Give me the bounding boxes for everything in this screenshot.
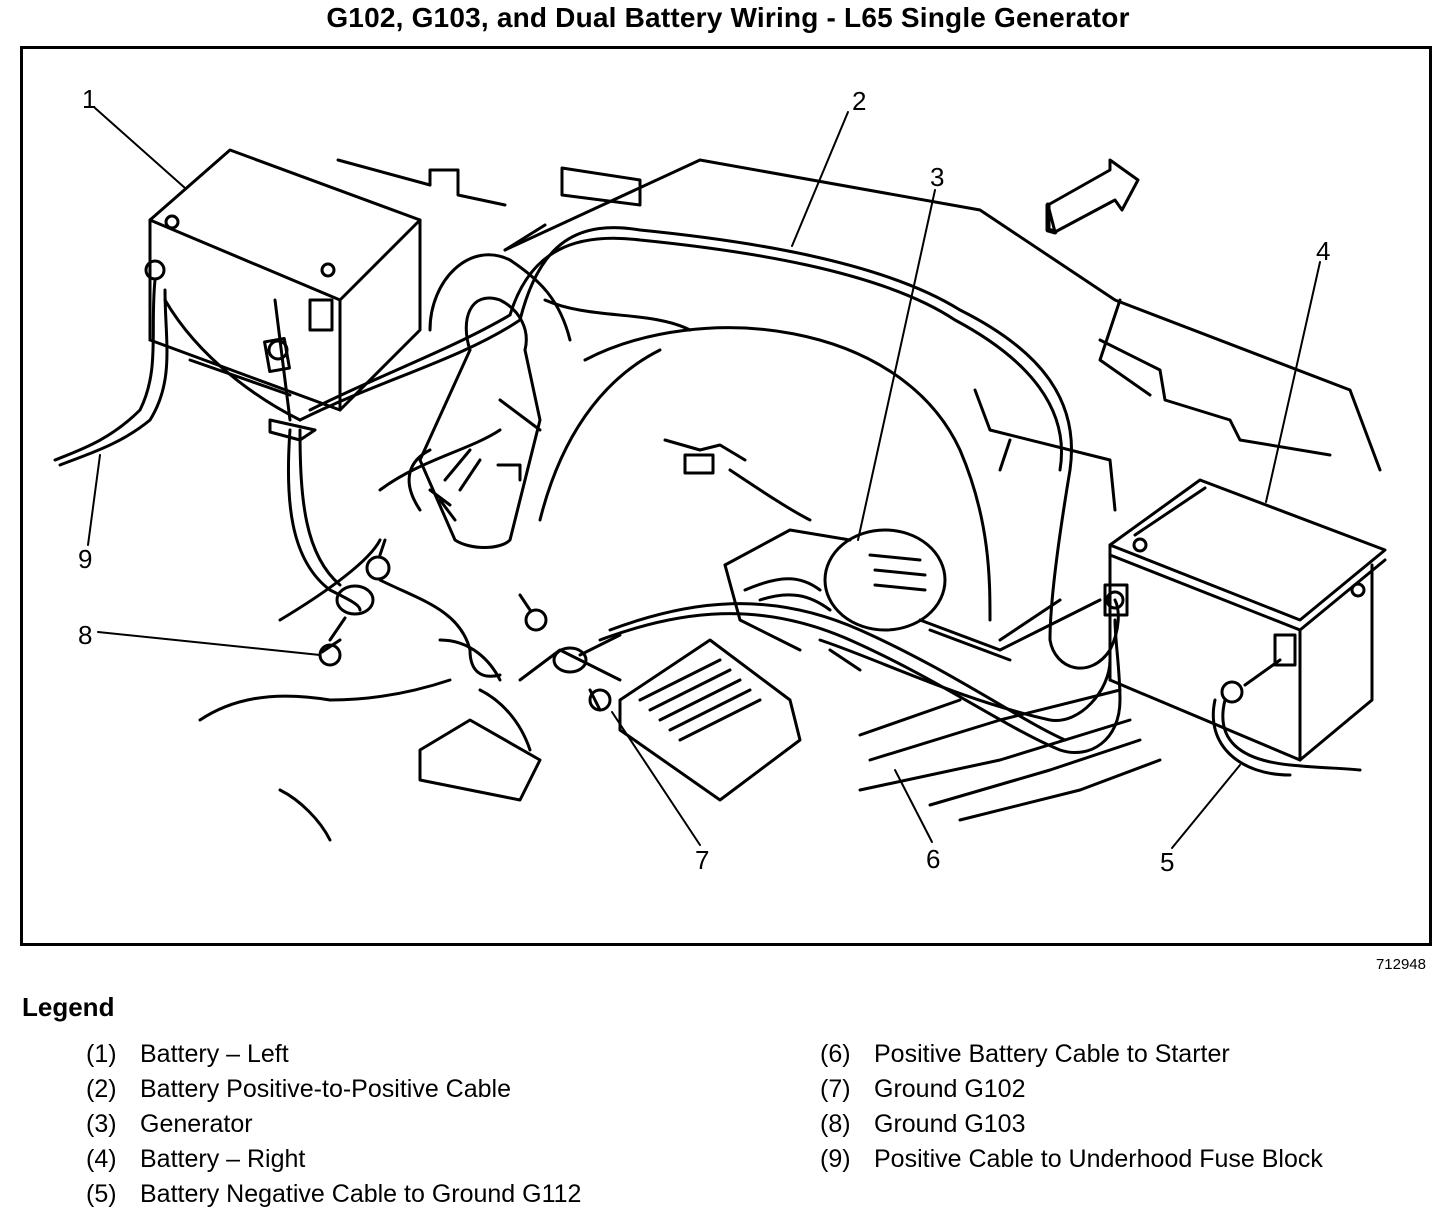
- legend-number: (7): [820, 1075, 851, 1103]
- legend-column-right: (6) Positive Battery Cable to Starter (7)…: [820, 1040, 1323, 1180]
- cable-to-fuse-block-inner: [58, 288, 169, 467]
- legend-item: (7) Ground G102: [820, 1075, 1323, 1110]
- legend-item: (2) Battery Positive-to-Positive Cable: [86, 1075, 581, 1110]
- illustration-frame: [20, 46, 1432, 946]
- legend-number: (9): [820, 1145, 851, 1173]
- legend-label: Ground G103: [874, 1110, 1026, 1138]
- wire-bundle: [858, 598, 1162, 822]
- legend-label: Battery Negative Cable to Ground G112: [140, 1180, 582, 1208]
- legend-item: (9) Positive Cable to Underhood Fuse Bloc…: [820, 1145, 1323, 1180]
- legend-label: Battery Positive-to-Positive Cable: [140, 1075, 511, 1103]
- cable-clip: [663, 438, 812, 522]
- legend-number: (3): [86, 1110, 117, 1138]
- radiator-hose: [418, 253, 572, 549]
- cable-ground-g103: [286, 428, 362, 612]
- legend-label: Ground G102: [874, 1075, 1026, 1103]
- legend-item: (1) Battery – Left: [86, 1040, 581, 1075]
- legend-heading: Legend: [22, 992, 115, 1022]
- legend-number: (5): [86, 1180, 117, 1208]
- callout-5: 5: [1160, 847, 1175, 877]
- diagram-title: G102, G103, and Dual Battery Wiring - L6…: [326, 2, 1130, 33]
- legend-item: (6) Positive Battery Cable to Starter: [820, 1040, 1323, 1075]
- callout-6: 6: [926, 844, 941, 874]
- ground-g103-bolt: [318, 538, 502, 678]
- cable-to-starter: [598, 612, 1122, 755]
- legend-number: (4): [86, 1145, 117, 1173]
- cable-positive-to-positive: [298, 226, 1120, 670]
- callout-1: 1: [82, 84, 97, 114]
- direction-arrow: [1045, 158, 1140, 235]
- callout-9: 9: [78, 544, 93, 574]
- generator: [723, 528, 1012, 662]
- battery-right: [1108, 478, 1387, 762]
- cable-to-fuse-block: [53, 278, 157, 462]
- legend-number: (6): [820, 1040, 851, 1068]
- callout-3: 3: [930, 162, 945, 192]
- legend-number: (1): [86, 1040, 117, 1068]
- legend-item: (8) Ground G103: [820, 1110, 1323, 1145]
- legend-label: Positive Battery Cable to Starter: [874, 1040, 1230, 1068]
- engine-bay-outline: [198, 158, 1382, 842]
- battery-left: [148, 148, 422, 412]
- legend-column-left: (1) Battery – Left (2) Battery Positive-to…: [86, 1040, 581, 1215]
- callout-4: 4: [1316, 236, 1331, 266]
- legend-item: (3) Generator: [86, 1110, 581, 1145]
- callout-2: 2: [852, 86, 867, 116]
- callout-8: 8: [78, 620, 93, 650]
- legend-label: Battery – Left: [140, 1040, 289, 1068]
- cable-negative-g112: [1221, 698, 1362, 772]
- ground-g102-bolt: [518, 593, 622, 712]
- legend-number: (8): [820, 1110, 851, 1138]
- legend-item: (4) Battery – Right: [86, 1145, 581, 1180]
- legend-label: Battery – Right: [140, 1145, 306, 1173]
- legend-item: (5) Battery Negative Cable to Ground G112: [86, 1180, 581, 1215]
- fuse-block: [618, 638, 802, 802]
- callout-7: 7: [695, 845, 710, 875]
- legend-label: Positive Cable to Underhood Fuse Block: [874, 1145, 1323, 1173]
- cable-positive-to-positive-inner: [308, 236, 1063, 472]
- leader-lines: [87, 107, 1321, 849]
- legend-number: (2): [86, 1075, 117, 1103]
- figure-id: 712948: [1375, 956, 1426, 973]
- legend-label: Generator: [140, 1110, 253, 1138]
